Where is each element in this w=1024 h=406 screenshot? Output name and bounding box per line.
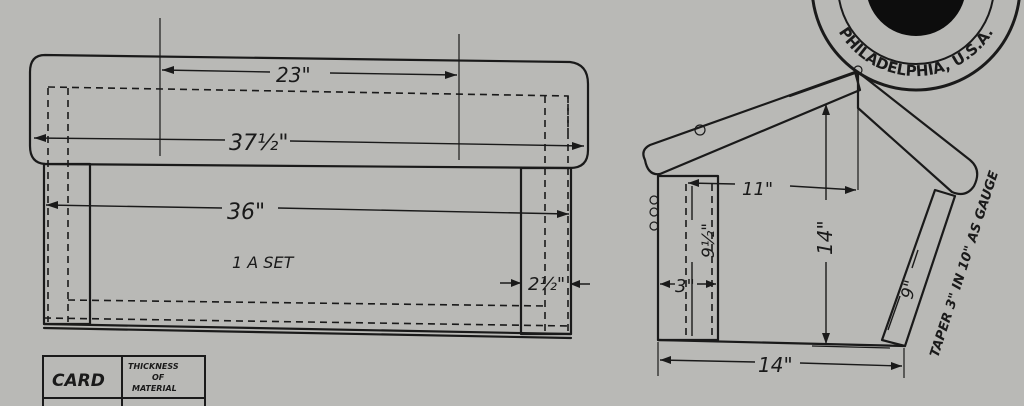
side-peg-2 <box>649 207 659 217</box>
stamp-center-disc <box>868 0 964 36</box>
roof-right-slope <box>856 70 979 196</box>
dim-3-label: 3" <box>675 276 695 297</box>
front-right-leg <box>519 166 573 336</box>
dim-9-line-b <box>887 295 901 331</box>
dim-11-label: 11" <box>742 179 773 200</box>
dim-14v-label: 14" <box>813 220 837 255</box>
dim-23-line-b <box>329 72 458 76</box>
dim-36-line-b <box>277 207 570 215</box>
dim-14b-arrow-r <box>891 362 902 370</box>
dim-3-arrow-l <box>660 280 670 288</box>
table-col1-header: CARD <box>52 371 105 391</box>
dim-36-arrow-r <box>557 210 569 218</box>
dim-95-label: 9½" <box>699 223 719 258</box>
side-view: 11" 14" 9½" 3" 14" 9" TAPER 3" IN 10" AS… <box>642 65 1003 378</box>
dim-23-arrow-l <box>162 66 174 74</box>
dim-14v-arrow-b <box>822 333 830 344</box>
roof-pin <box>694 124 706 136</box>
dim-375-label: 37½" <box>229 131 288 156</box>
front-note: 1 A SET <box>232 253 295 272</box>
dim-14b-line-b <box>799 362 903 367</box>
stamp-inner-ring <box>838 0 994 65</box>
table-col2-line1: THICKNESS <box>128 362 179 371</box>
dim-3-arrow-r <box>706 280 716 288</box>
dim-375-arrow-r <box>572 142 584 150</box>
material-table: CARD THICKNESS OF MATERIAL <box>42 355 206 406</box>
dim-36-label: 36" <box>227 200 265 225</box>
front-hidden-bottom <box>67 299 546 307</box>
dim-9-label: 9" <box>898 278 922 301</box>
dim-375-line-a <box>33 137 226 141</box>
front-hidden-top <box>47 86 569 132</box>
side-base <box>656 338 907 348</box>
roof-left-slope <box>642 70 862 176</box>
dim-25-label: 2½" <box>528 274 565 295</box>
taper-note: TAPER 3" IN 10" AS GAUGE <box>928 169 1003 359</box>
dim-36-arrow-l <box>46 201 58 209</box>
dim-11-arrow-r <box>845 186 856 194</box>
dim-23-line-a <box>161 69 271 73</box>
side-peg-3 <box>649 221 659 231</box>
dim-25-arrow-r <box>570 280 580 288</box>
dim-23-arrow-r <box>445 71 457 79</box>
dim-14v-ext <box>811 345 891 349</box>
dim-375-arrow-l <box>34 134 46 142</box>
roof-cap <box>788 70 860 98</box>
dim-375-line-b <box>289 140 585 147</box>
dim-36-line-a <box>45 204 223 209</box>
dim-9-line-a <box>911 249 919 269</box>
dim-23-label: 23" <box>276 63 311 87</box>
table-col2-line3: MATERIAL <box>132 384 177 393</box>
dim-14b-label: 14" <box>758 353 793 377</box>
dim-14v-arrow-t <box>822 104 830 115</box>
table-col2-line2: OF <box>152 373 165 382</box>
dim-25-arrow-l <box>511 279 521 287</box>
front-view: 23" 37½" 36" 2½" 1 A SET <box>28 18 590 340</box>
dim-14b-line-a <box>659 359 756 363</box>
front-base-line <box>42 322 573 336</box>
stamp-outer-ring <box>811 0 1021 92</box>
dim-14b-arrow-l <box>660 356 671 364</box>
table-frame <box>42 355 206 406</box>
dim-11-arrow-l <box>688 179 699 187</box>
front-hidden-base <box>43 317 572 327</box>
side-peg-1 <box>649 195 659 205</box>
front-base-line-2 <box>42 326 573 340</box>
